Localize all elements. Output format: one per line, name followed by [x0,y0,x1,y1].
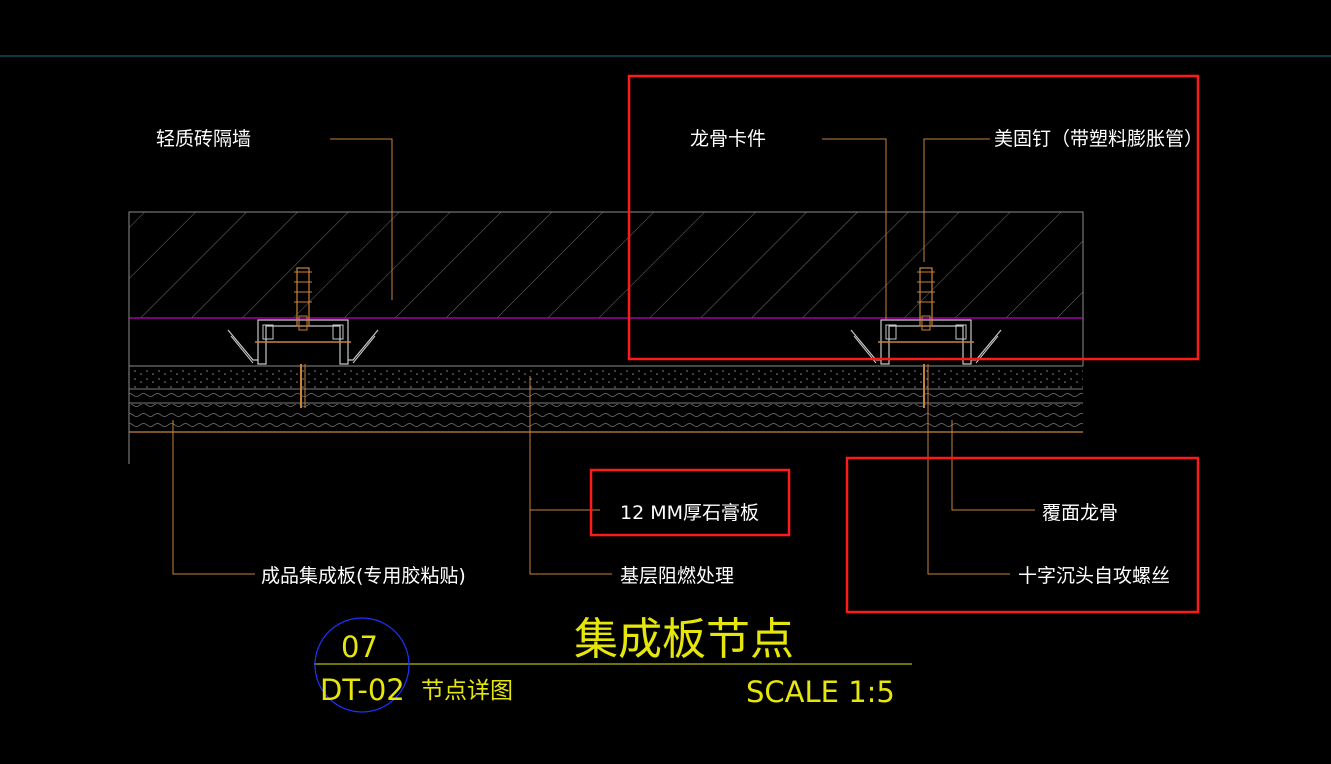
highlight-box-gypsum [589,468,791,537]
leader-screw [927,408,1010,575]
highlight-boxes [589,74,1200,614]
leader-keel-clip [822,138,887,320]
label-anchor-nail: 美固钉（带塑料膨胀管） [994,128,1203,150]
sheet-description: 节点详图 [421,678,513,704]
label-integrated-panel: 成品集成板(专用胶粘贴) [261,565,466,587]
label-cover-keel: 覆面龙骨 [1042,502,1118,524]
label-screw: 十字沉头自攻螺丝 [1018,565,1170,587]
leader-cover-keel [951,420,1035,511]
title-block: 07 集成板节点 DT-02 节点详图 SCALE 1:5 [314,614,912,713]
leader-wall [330,138,393,300]
drawing-title: 集成板节点 [574,614,794,665]
label-gypsum-board: 12 MM厚石膏板 [620,501,759,524]
highlight-box-anchor [627,74,1200,361]
brick-wall-section [128,211,1084,319]
leader-integrated-panel [172,420,255,575]
label-keel-clip: 龙骨卡件 [690,128,766,150]
detail-number: 07 [341,630,378,664]
label-fireproof: 基层阻燃处理 [620,565,734,587]
leader-lines [172,138,1035,575]
highlight-box-keel-screw [845,456,1200,614]
detail-number-circle [314,617,410,713]
scale-label: SCALE 1:5 [746,675,895,709]
leader-anchor-nail [923,138,990,262]
sheet-number: DT-02 [320,673,405,707]
label-wall: 轻质砖隔墙 [156,128,251,150]
gypsum-board-layer [129,367,1083,432]
leader-fireproof [529,376,612,575]
keel-assembly-left [227,267,379,408]
